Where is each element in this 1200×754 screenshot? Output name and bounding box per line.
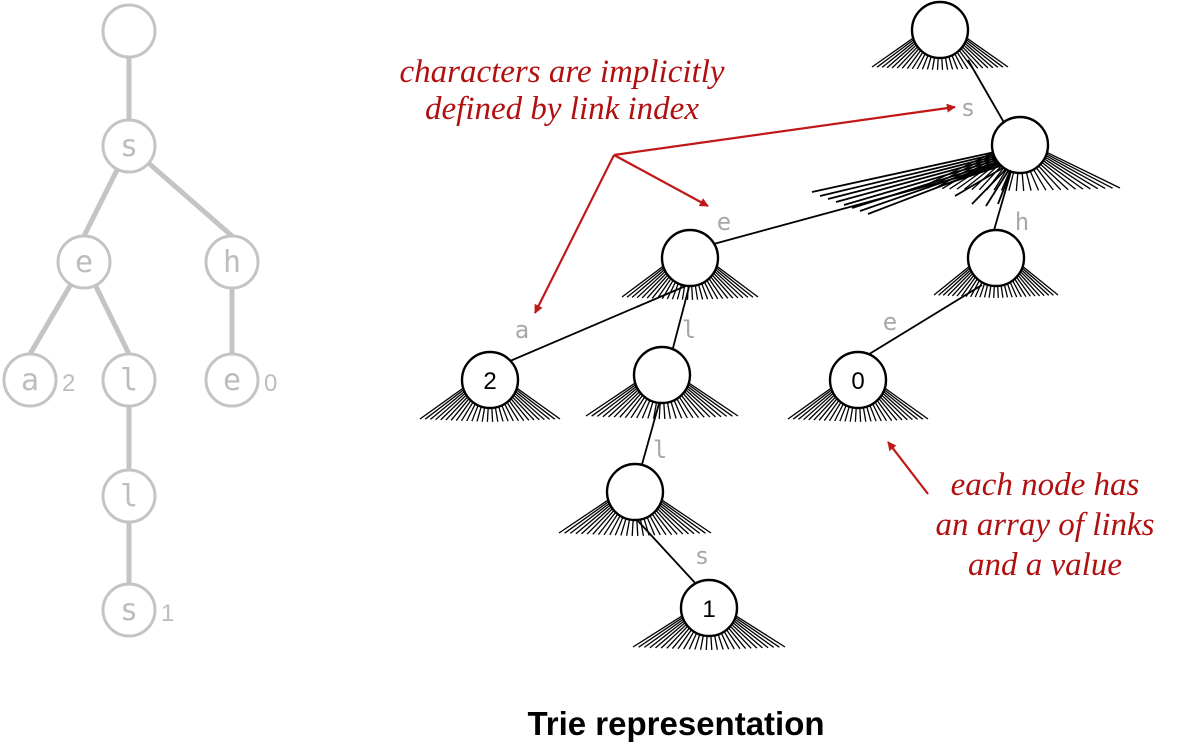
node-value: 2	[483, 368, 496, 395]
annotation-text-line: defined by link index	[425, 91, 699, 127]
trie-link	[637, 520, 698, 586]
small-trie-value: 2	[62, 370, 75, 397]
small-trie-key-char: a	[21, 363, 39, 398]
diagram-caption: Trie representation	[527, 705, 824, 742]
link-label: e	[717, 208, 731, 236]
small-trie-key-char: l	[120, 363, 138, 398]
annotation-node-array: each node has an array of links and a va…	[887, 441, 1155, 583]
link-label: s	[961, 94, 975, 122]
link-label: l	[653, 436, 667, 464]
trie-root-node	[910, 0, 970, 60]
link-label: a	[515, 316, 529, 344]
small-trie-node	[204, 234, 260, 290]
small-trie-key-char: e	[75, 245, 93, 280]
trie-node	[632, 345, 692, 405]
large-trie: 2 0 1 s e h a l e l s	[419, 0, 1121, 650]
small-trie-node	[204, 352, 260, 408]
trie-node-with-value	[679, 578, 739, 638]
trie-node	[605, 462, 665, 522]
small-trie-node	[101, 582, 157, 638]
annotation-arrow	[613, 154, 709, 207]
annotation-arrow	[887, 441, 929, 495]
small-trie-value: 0	[264, 370, 277, 397]
small-trie-key-char: s	[120, 129, 138, 164]
small-trie-key-char: s	[120, 593, 138, 628]
trie-node	[660, 228, 720, 288]
trie-node-with-value	[828, 350, 888, 410]
small-trie: s e h a l e l s 2 0 1	[2, 3, 277, 638]
trie-node-with-value	[460, 350, 520, 410]
trie-link	[967, 59, 1007, 127]
link-label: s	[695, 542, 709, 570]
small-trie-node	[101, 468, 157, 524]
small-trie-node	[101, 118, 157, 174]
node-value: 0	[851, 368, 864, 395]
link-label: h	[1015, 208, 1029, 236]
trie-link	[672, 286, 690, 349]
annotation-arrow	[613, 103, 956, 157]
small-trie-key-char: e	[223, 363, 241, 398]
link-label: e	[883, 308, 897, 336]
trie-link	[865, 284, 983, 357]
small-trie-key-char: h	[223, 245, 241, 280]
node-value: 1	[702, 596, 715, 623]
small-trie-root-node	[101, 3, 157, 59]
link-label: l	[682, 316, 696, 344]
annotation-text-line: characters are implicitly	[399, 54, 724, 90]
trie-node	[990, 115, 1050, 175]
trie-link	[640, 399, 661, 469]
annotation-text-line: and a value	[968, 547, 1122, 583]
small-trie-node	[101, 352, 157, 408]
annotation-link-index: characters are implicitly defined by lin…	[399, 54, 956, 314]
node-link-array	[919, 150, 1121, 191]
annotation-text-line: an array of links	[935, 507, 1154, 543]
small-trie-node	[56, 234, 112, 290]
small-trie-key-char: l	[120, 479, 138, 514]
small-trie-node	[2, 352, 58, 408]
small-trie-value: 1	[161, 600, 174, 627]
annotation-arrow	[534, 154, 615, 314]
trie-node	[966, 228, 1026, 288]
annotation-text-line: each node has	[951, 467, 1140, 503]
